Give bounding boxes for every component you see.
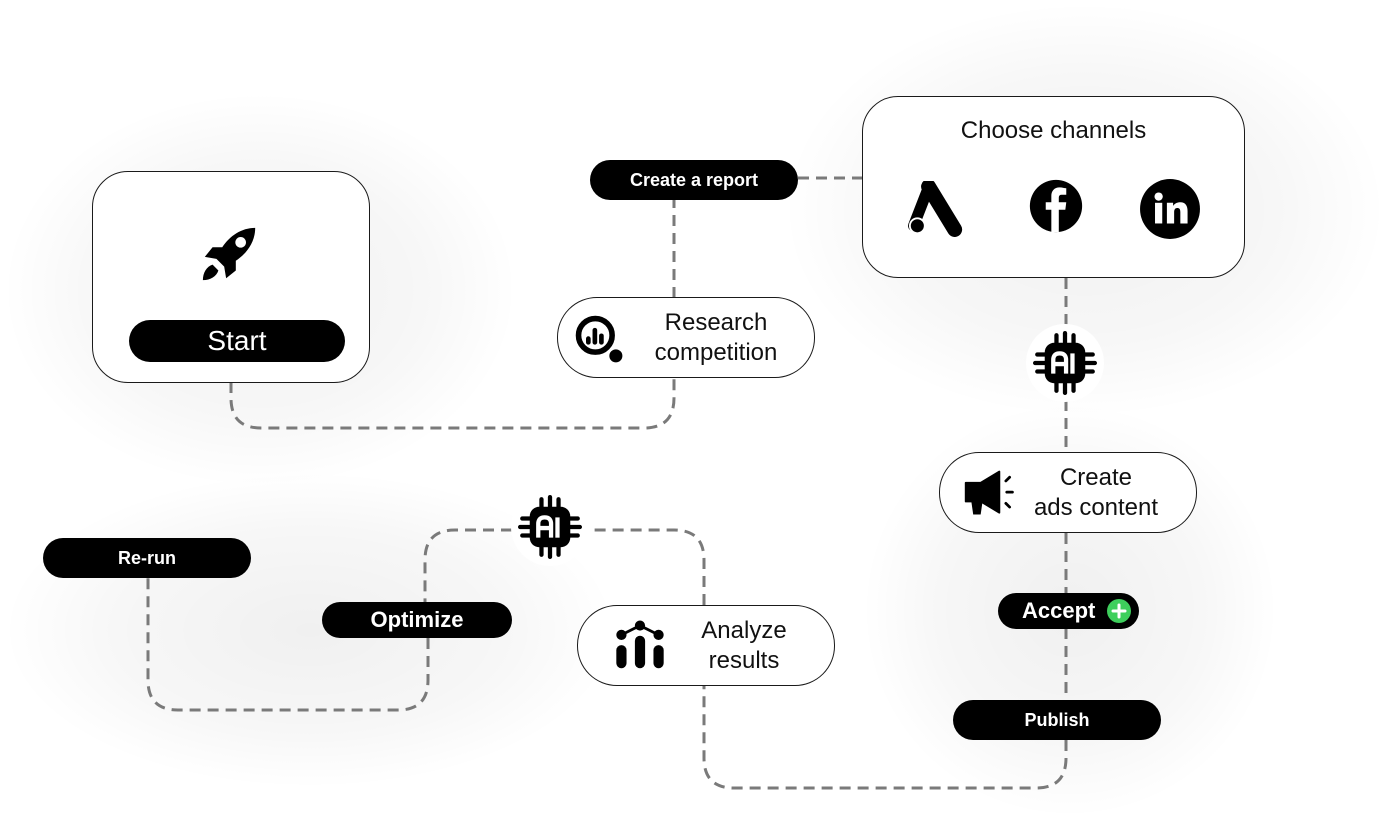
- optimize-label: Optimize: [370, 607, 464, 632]
- research-competition-text: Research competition: [558, 308, 814, 368]
- megaphone-icon: [964, 470, 1014, 515]
- start-button[interactable]: Start: [129, 320, 345, 362]
- ai-step-top: [1026, 324, 1104, 402]
- create-report-label: Create a report: [629, 169, 759, 190]
- optimize-button[interactable]: Optimize: [322, 602, 512, 638]
- connector-analyze-ai: [589, 528, 706, 605]
- analyze-line1: Analyze: [701, 616, 787, 644]
- research-line1: Research: [664, 308, 768, 336]
- ai-chip-icon: [1033, 331, 1097, 395]
- connector-publish-analyze: [702, 686, 1068, 790]
- analyze-results-text: Analyze results: [578, 616, 834, 676]
- create-ads-line2: ads content: [1033, 493, 1159, 521]
- publish-button[interactable]: Publish: [953, 700, 1161, 740]
- connector-start-research: [229, 378, 676, 430]
- accept-button[interactable]: Accept: [998, 593, 1139, 629]
- choose-channels-title: Choose channels: [960, 117, 1147, 144]
- research-line2: competition: [654, 338, 778, 366]
- rerun-button[interactable]: Re-run: [43, 538, 251, 578]
- rocket-icon: [202, 227, 256, 281]
- analyze-line2: results: [708, 646, 780, 674]
- analytics-icon: [616, 620, 664, 669]
- create-ads-content-node[interactable]: Create ads content: [939, 452, 1197, 533]
- search-chart-icon: [575, 315, 623, 363]
- publish-label: Publish: [1024, 709, 1090, 730]
- start-label: Start: [207, 325, 267, 356]
- create-ads-line1: Create: [1059, 463, 1133, 491]
- create-ads-text: Create ads content: [940, 463, 1196, 523]
- start-node[interactable]: Start: [92, 171, 370, 383]
- analyze-results-node[interactable]: Analyze results: [577, 605, 835, 686]
- connector-optimize-rerun: [146, 578, 430, 712]
- plus-circle-icon: [1107, 599, 1131, 623]
- choose-channels-node: Choose channels: [862, 96, 1245, 278]
- accept-label: Accept: [1022, 598, 1096, 623]
- linkedin-icon[interactable]: [1139, 178, 1201, 240]
- ai-chip-icon: [518, 495, 582, 559]
- ai-step-bottom: [511, 488, 589, 566]
- create-report-button[interactable]: Create a report: [590, 160, 798, 200]
- rerun-label: Re-run: [118, 547, 176, 568]
- connector-ai-optimize: [423, 528, 512, 602]
- google-ads-icon[interactable]: [905, 181, 967, 237]
- facebook-icon[interactable]: [1028, 178, 1084, 234]
- research-competition-node[interactable]: Research competition: [557, 297, 815, 378]
